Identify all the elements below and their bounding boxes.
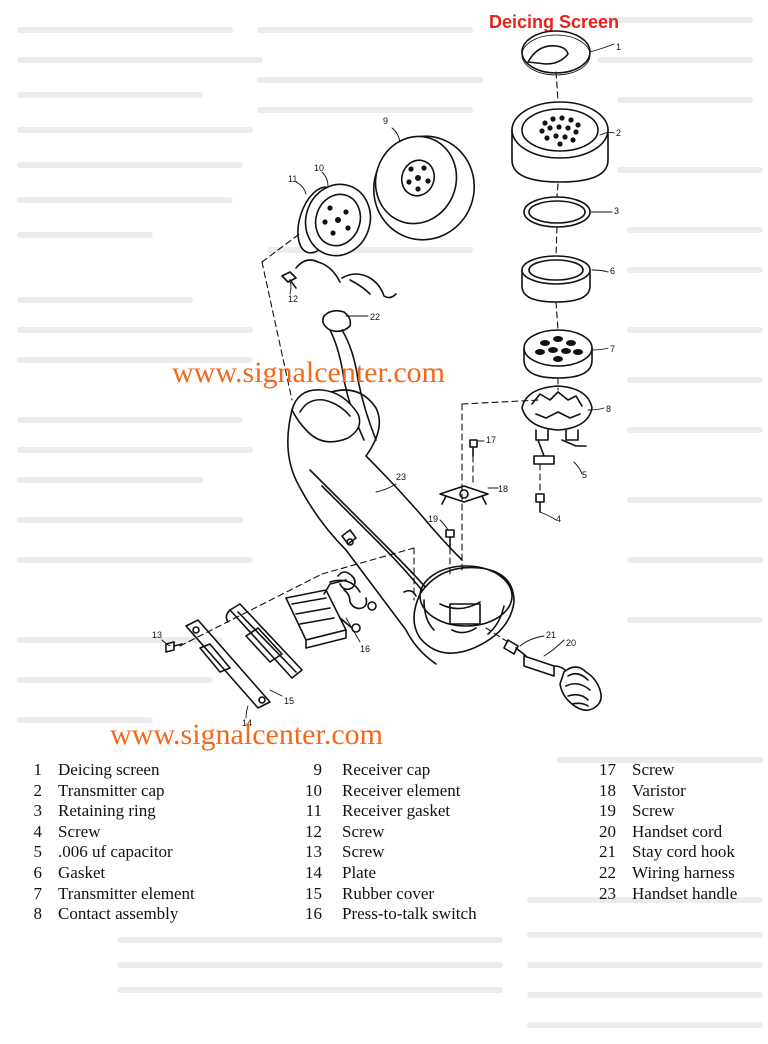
callout-21: 21 xyxy=(546,630,557,640)
callout-8: 8 xyxy=(606,404,612,414)
part-contact-assembly xyxy=(521,385,593,465)
part-receiver-element xyxy=(304,183,372,257)
diagram-title: Deicing Screen xyxy=(489,12,620,32)
part-screw-12 xyxy=(281,271,297,289)
part-stay-cord-hook xyxy=(503,639,527,657)
callout-4: 4 xyxy=(556,514,562,524)
callout-17: 17 xyxy=(486,435,497,445)
part-press-to-talk-switch xyxy=(285,571,377,649)
callout-5: 5 xyxy=(582,470,588,480)
callout-16: 16 xyxy=(360,644,371,654)
part-rubber-cover xyxy=(225,603,303,679)
part-screw-17 xyxy=(469,439,478,457)
callout-23: 23 xyxy=(396,472,407,482)
part-retaining-ring xyxy=(523,196,591,228)
part-plate xyxy=(185,619,271,709)
callout-3: 3 xyxy=(614,206,620,216)
part-receiver-cap xyxy=(372,135,476,241)
callout-15: 15 xyxy=(284,696,295,706)
callout-11: 11 xyxy=(288,174,298,184)
part-screw-13 xyxy=(165,641,183,653)
callout-12: 12 xyxy=(288,294,299,304)
callout-18: 18 xyxy=(498,484,509,494)
part-varistor xyxy=(439,485,489,505)
callout-1: 1 xyxy=(616,42,622,52)
part-deicing-screen xyxy=(521,30,591,76)
callout-22: 22 xyxy=(370,312,381,322)
callout-7: 7 xyxy=(610,344,616,354)
exploded-handset-diagram xyxy=(161,30,615,719)
part-wiring-harness xyxy=(295,259,397,441)
part-screw-19 xyxy=(445,529,455,549)
callout-10: 10 xyxy=(314,163,325,173)
part-screw-4 xyxy=(535,493,545,513)
watermark-upper: www.signalcenter.com xyxy=(172,356,445,389)
part-gasket xyxy=(521,255,591,303)
part-transmitter-element xyxy=(523,329,593,379)
callout-14: 14 xyxy=(242,718,253,728)
callout-6: 6 xyxy=(610,266,616,276)
callout-13: 13 xyxy=(152,630,163,640)
part-handset-cord xyxy=(523,655,602,712)
callout-2: 2 xyxy=(616,128,622,138)
part-transmitter-cap xyxy=(511,101,609,183)
callout-9: 9 xyxy=(383,116,389,126)
callout-20: 20 xyxy=(566,638,577,648)
callout-19: 19 xyxy=(428,514,439,524)
legend-item: 5.006 uf capacitor xyxy=(33,842,173,862)
watermark-lower: www.signalcenter.com xyxy=(110,718,383,751)
part-transmitter-cup xyxy=(413,565,515,654)
